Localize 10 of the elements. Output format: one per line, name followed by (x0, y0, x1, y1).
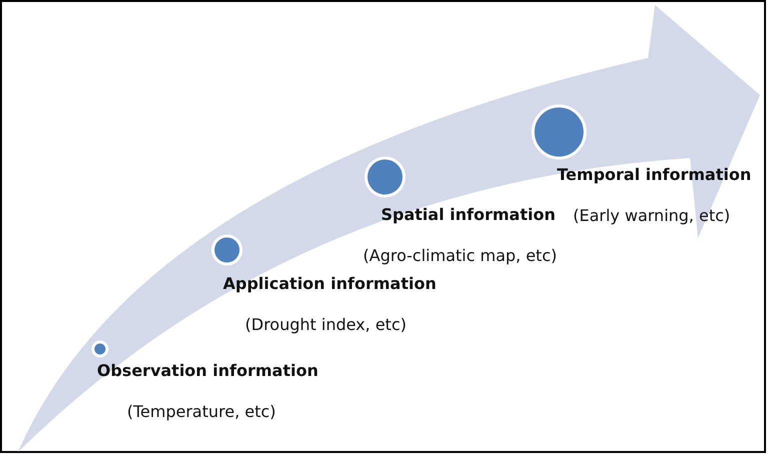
stage-dot (532, 104, 586, 160)
stage-heading: Application information (223, 274, 436, 294)
stage-heading: Observation information (97, 361, 318, 381)
stage-note: (Drought index, etc) (245, 315, 406, 335)
stage-dot (92, 340, 108, 358)
stage-heading: Temporal information (557, 165, 752, 185)
stage-note: (Temperature, etc) (127, 402, 276, 422)
stage-heading: Spatial information (381, 205, 556, 225)
stage-note: (Agro-climatic map, etc) (363, 246, 557, 266)
stage-note: (Early warning, etc) (573, 206, 730, 226)
